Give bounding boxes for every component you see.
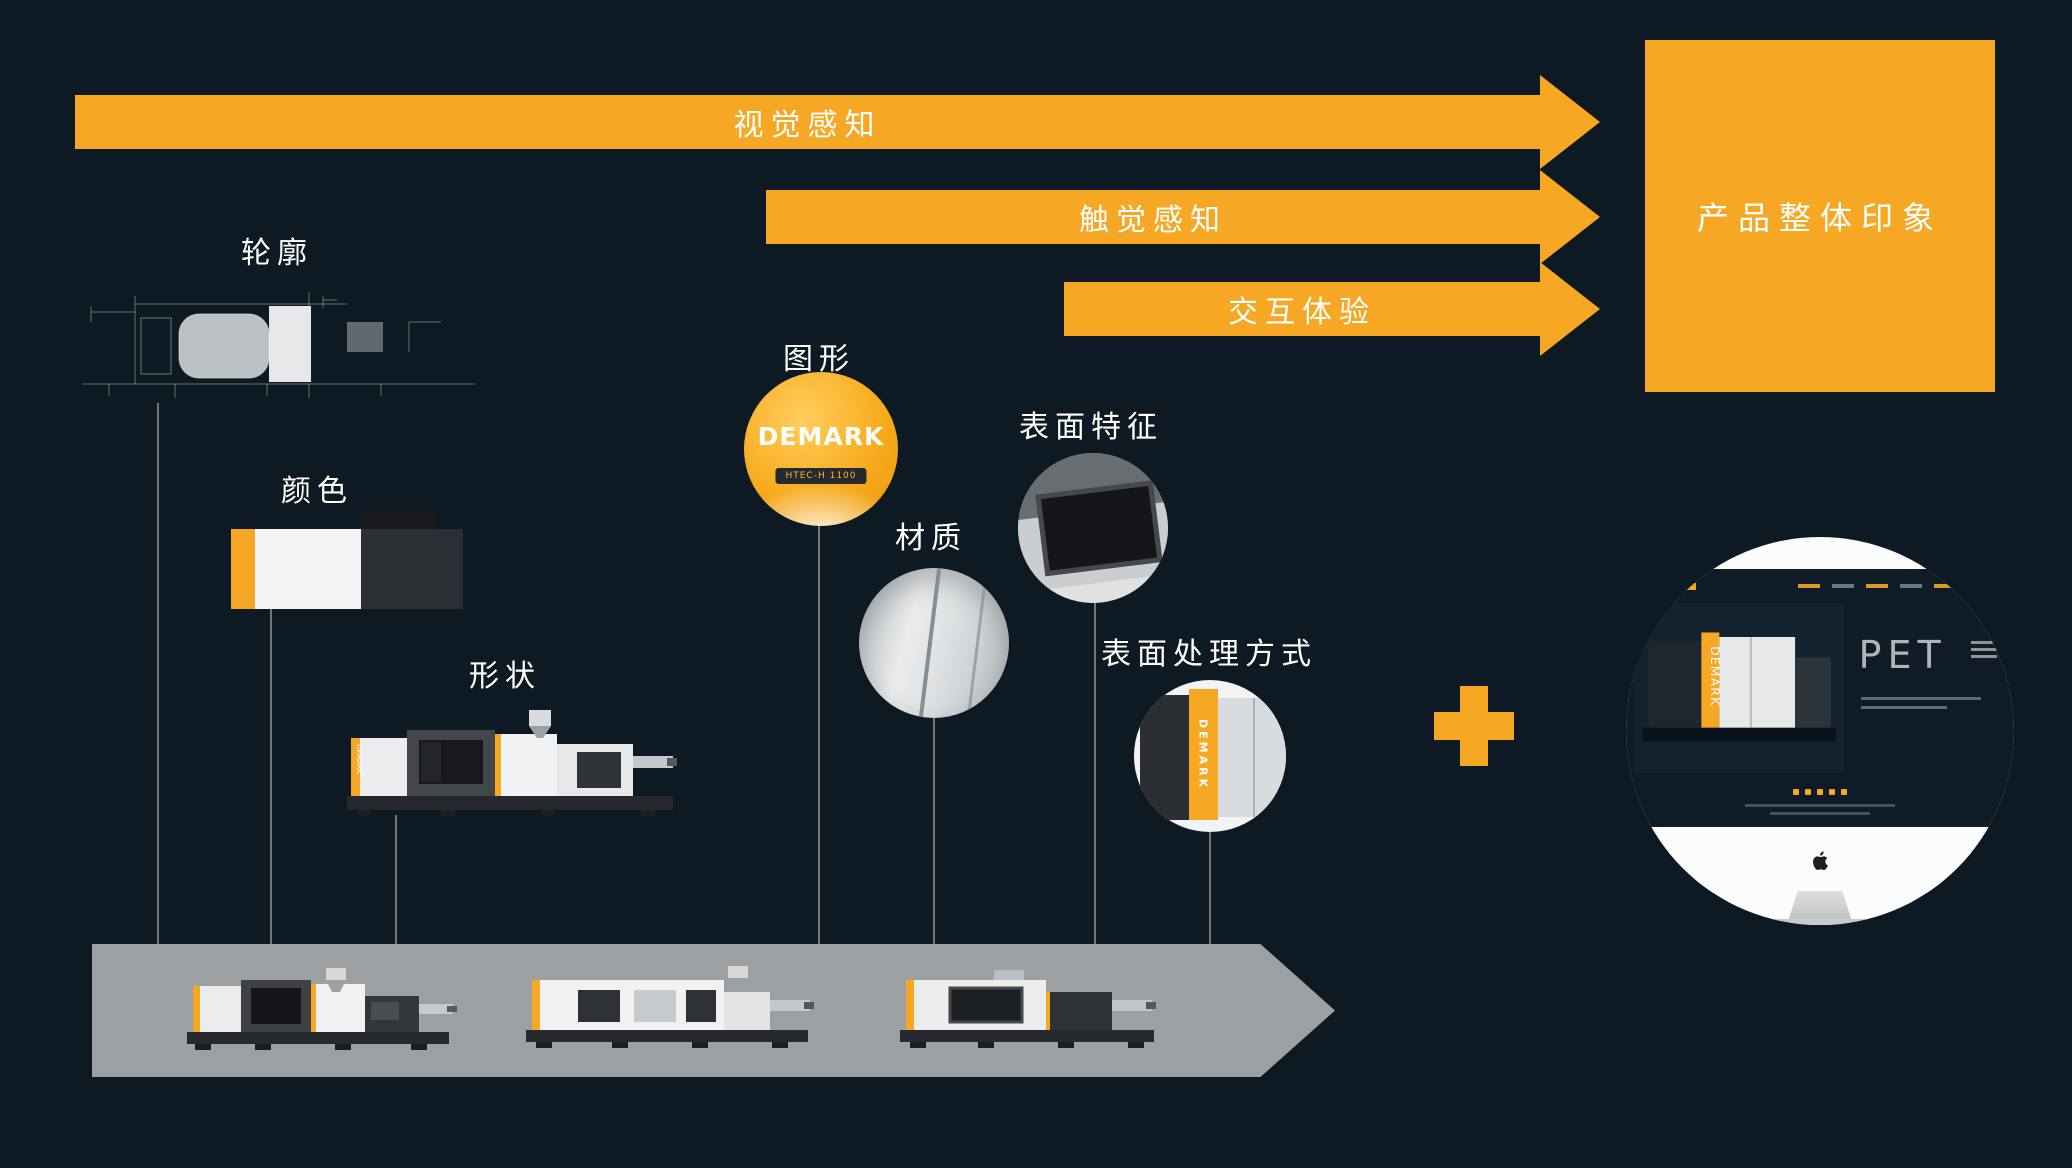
material-panel-seam	[917, 568, 943, 718]
connector-line-material	[933, 716, 935, 944]
color-sample-yellow	[231, 529, 255, 609]
website-machine-photo: DEMARK	[1634, 603, 1845, 773]
brand-model-badge: HTEC-H 1100	[775, 468, 867, 484]
connector-line-graphic	[818, 524, 820, 944]
machine-panel-seam	[1252, 698, 1255, 817]
factor-label-color: 颜色	[281, 474, 353, 509]
bottom-machine-1	[187, 968, 457, 1050]
website-navbar	[1670, 581, 1990, 591]
nav-link-dash	[1900, 584, 1922, 588]
pet-subtitle-lines	[1860, 697, 1981, 709]
arrow-interaction-head-icon	[1540, 262, 1600, 356]
connector-line-surface-feature	[1094, 601, 1096, 944]
star-icon	[1793, 789, 1799, 795]
result-box: 产品整体印象	[1645, 40, 1995, 392]
color-sample-image	[231, 511, 463, 609]
website-pet-block: PET	[1845, 603, 2010, 773]
arrow-interaction-label: 交互体验	[1228, 295, 1376, 330]
color-sample-white	[255, 529, 361, 609]
svg-text:DEMARK: DEMARK	[355, 744, 363, 775]
star-icon	[1817, 789, 1823, 795]
connector-line-shape	[395, 815, 397, 944]
material-sample-circle	[859, 568, 1009, 718]
arrow-visual-perception: 视觉感知	[75, 95, 1540, 149]
pet-logo-bars	[1970, 641, 1997, 658]
bottom-machine-2	[526, 966, 814, 1048]
star-icon	[1841, 789, 1847, 795]
factor-label-graphic: 图形	[783, 342, 855, 377]
machine-dark-door	[1140, 695, 1189, 820]
monitor-chin	[1626, 827, 2014, 893]
color-sample-dark	[361, 529, 463, 609]
nav-link-dash	[1934, 584, 1956, 588]
surface-treatment-circle: DEMARK	[1134, 680, 1286, 832]
brand-wordmark: DEMARK	[757, 422, 885, 451]
factor-label-surface-feature: 表面特征	[1019, 410, 1163, 445]
machine-brand-strip: DEMARK	[1188, 689, 1218, 820]
nav-link-dash	[1798, 584, 1820, 588]
factor-label-outline: 轮廓	[241, 236, 313, 271]
monitor-foot	[1735, 919, 1905, 925]
connector-line-color	[270, 606, 272, 944]
nav-link-dash	[1832, 584, 1854, 588]
material-panel-seam	[965, 568, 990, 718]
connector-line-outline	[157, 403, 159, 944]
arrow-interaction-experience: 交互体验	[1064, 282, 1540, 336]
result-box-label: 产品整体印象	[1696, 199, 1943, 237]
bottom-machine-3	[900, 970, 1156, 1048]
factor-label-surface-treatment: 表面处理方式	[1101, 637, 1317, 672]
nav-link-dash	[1968, 584, 1990, 588]
connector-line-surface-treatment	[1209, 830, 1211, 944]
pet-label: PET	[1858, 633, 1947, 677]
machine-brand-vertical-text: DEMARK	[1196, 718, 1210, 791]
arrow-tactile-head-icon	[1540, 170, 1600, 264]
factor-label-material: 材质	[895, 521, 967, 556]
carousel-dots	[1626, 789, 2014, 795]
monitor-screen: DEMARK PET	[1626, 569, 2014, 829]
website-logo-icon	[1670, 582, 1696, 590]
plus-icon	[1434, 686, 1514, 766]
process-arrow	[92, 944, 1335, 1077]
outline-sketch-image	[83, 292, 475, 398]
machine-safety-window	[1034, 480, 1162, 576]
color-sample-black-step	[361, 511, 437, 529]
nav-link-dash	[1866, 584, 1888, 588]
website-monitor-circle: DEMARK PET	[1626, 537, 2014, 925]
logo-glow	[744, 476, 898, 526]
arrow-visual-label: 视觉感知	[733, 108, 882, 143]
surface-feature-photo	[1018, 453, 1168, 603]
arrow-visual-head-icon	[1540, 75, 1600, 169]
svg-text:DEMARK: DEMARK	[1708, 646, 1721, 706]
surface-feature-circle	[1018, 453, 1168, 603]
arrow-tactile-perception: 触觉感知	[766, 190, 1540, 244]
machine-light-panel	[1217, 698, 1286, 817]
star-icon	[1829, 789, 1835, 795]
apple-logo-icon	[1813, 851, 1828, 871]
star-icon	[1805, 789, 1811, 795]
factor-label-shape: 形状	[469, 659, 541, 694]
website-hero: DEMARK PET	[1634, 603, 2010, 773]
arrow-tactile-label: 触觉感知	[1079, 203, 1227, 238]
website-caption-lines	[1626, 804, 2014, 815]
brand-logo-circle: DEMARK HTEC-H 1100	[744, 372, 898, 526]
shape-machine-image: DEMARK	[347, 710, 677, 816]
